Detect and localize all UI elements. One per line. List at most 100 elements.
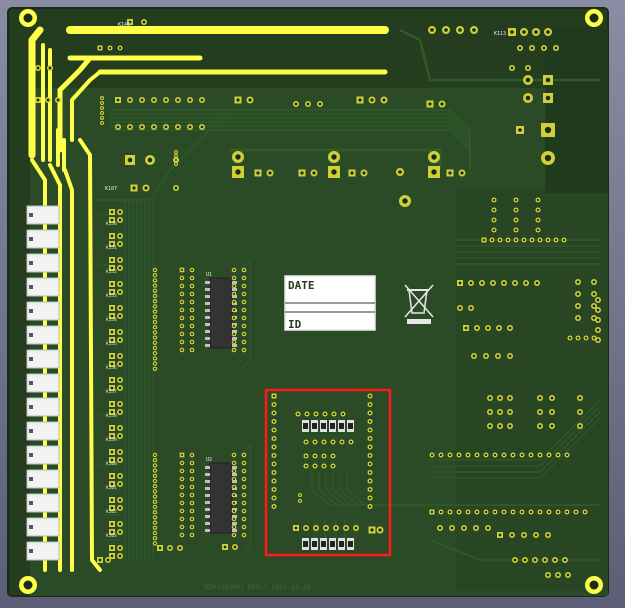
pad-hole bbox=[514, 228, 518, 232]
power-trace bbox=[63, 168, 74, 572]
pad-hole bbox=[272, 437, 276, 440]
power-traces bbox=[28, 26, 389, 572]
pad-hole bbox=[488, 424, 492, 428]
pad-hole bbox=[469, 281, 473, 285]
pad-hole bbox=[242, 292, 246, 296]
pad-hole bbox=[154, 485, 156, 488]
pad-hole bbox=[110, 242, 114, 246]
pad-hole bbox=[596, 318, 600, 322]
pad-hole bbox=[154, 511, 156, 514]
ground-zone-corner bbox=[545, 28, 608, 193]
pad-hole bbox=[36, 98, 40, 102]
pad-hole bbox=[430, 28, 434, 32]
connector-pin bbox=[26, 325, 60, 345]
pad-hole bbox=[378, 528, 382, 532]
connector-mark bbox=[29, 405, 33, 409]
ic-lead bbox=[205, 473, 210, 476]
pad-hole bbox=[116, 125, 120, 129]
pad-hole bbox=[368, 420, 372, 423]
ic-lead bbox=[205, 487, 210, 490]
pad-hole bbox=[272, 462, 276, 466]
connector-mark bbox=[29, 477, 33, 481]
pad-hole bbox=[190, 509, 194, 513]
pad-hole bbox=[118, 242, 122, 246]
pad-hole bbox=[322, 454, 326, 458]
pad-hole bbox=[180, 276, 184, 280]
pad-hole bbox=[457, 510, 461, 514]
pad-hole bbox=[544, 154, 552, 162]
pad-hole bbox=[232, 469, 236, 473]
pad-hole bbox=[300, 171, 304, 175]
pad-hole bbox=[368, 488, 372, 491]
pad-hole bbox=[492, 198, 496, 202]
pad-hole bbox=[242, 533, 246, 537]
pad-hole bbox=[118, 402, 122, 406]
connector-mark bbox=[29, 213, 33, 217]
ref-left-label: K107 bbox=[105, 186, 117, 192]
trace bbox=[429, 539, 600, 561]
pad-hole bbox=[368, 394, 372, 398]
power-trace bbox=[57, 55, 93, 153]
pad-hole bbox=[110, 354, 114, 358]
pad-hole bbox=[154, 454, 156, 456]
pad-hole bbox=[190, 453, 194, 457]
ic-lead bbox=[205, 501, 210, 504]
weee-bin-icon bbox=[404, 284, 434, 324]
pad-hole bbox=[428, 102, 432, 106]
pad-hole bbox=[457, 453, 461, 457]
trace bbox=[110, 129, 471, 170]
pad-hole bbox=[518, 46, 522, 50]
pad-hole bbox=[563, 558, 567, 562]
pad-hole bbox=[492, 208, 496, 212]
pad-hole bbox=[272, 454, 276, 457]
power-trace bbox=[28, 26, 44, 159]
pad-hole bbox=[492, 228, 496, 232]
pad-hole bbox=[118, 234, 122, 238]
pad-hole bbox=[530, 46, 534, 50]
ref-label: K158 bbox=[106, 413, 117, 419]
pad-hole bbox=[118, 482, 122, 486]
pad-hole bbox=[242, 453, 246, 457]
pad-hole bbox=[498, 396, 502, 400]
pad-hole bbox=[368, 496, 372, 500]
pad-hole bbox=[450, 526, 454, 530]
pad-hole bbox=[154, 331, 156, 334]
pad-hole bbox=[118, 458, 122, 462]
pad-hole bbox=[118, 530, 122, 534]
pad-hole bbox=[358, 98, 362, 102]
pad-hole bbox=[296, 412, 300, 416]
pad-hole bbox=[110, 314, 114, 318]
pad-hole bbox=[190, 493, 194, 497]
pad-hole bbox=[180, 453, 184, 457]
smd-body bbox=[339, 541, 344, 547]
ic-lead bbox=[205, 309, 210, 312]
pad-hole bbox=[583, 510, 587, 514]
pad-hole bbox=[522, 30, 526, 34]
pad-hole bbox=[164, 125, 168, 129]
pad-hole bbox=[466, 510, 470, 514]
pad-hole bbox=[180, 461, 184, 465]
connector-pin bbox=[26, 349, 60, 369]
ic-lead bbox=[205, 302, 210, 305]
pad-hole bbox=[154, 279, 156, 282]
pad-hole bbox=[232, 284, 236, 288]
pad-hole bbox=[101, 97, 103, 99]
pad-hole bbox=[242, 348, 246, 352]
pad-hole bbox=[180, 509, 184, 513]
pad-hole bbox=[128, 125, 132, 129]
pad-hole bbox=[272, 496, 276, 500]
pad-hole bbox=[110, 386, 114, 390]
ref-label: K150 bbox=[106, 221, 117, 227]
pad-hole bbox=[110, 554, 114, 558]
selection-highlight[interactable] bbox=[264, 388, 392, 557]
pad-hole bbox=[294, 102, 298, 106]
pad-hole bbox=[536, 228, 540, 232]
pad-hole bbox=[556, 573, 560, 577]
pad-hole bbox=[464, 326, 468, 330]
pad-hole bbox=[190, 501, 194, 505]
pad-hole bbox=[232, 316, 236, 320]
pad-hole bbox=[154, 526, 156, 529]
ic-lead bbox=[232, 281, 237, 284]
pad-hole bbox=[578, 410, 582, 414]
pad-hole bbox=[331, 464, 335, 468]
